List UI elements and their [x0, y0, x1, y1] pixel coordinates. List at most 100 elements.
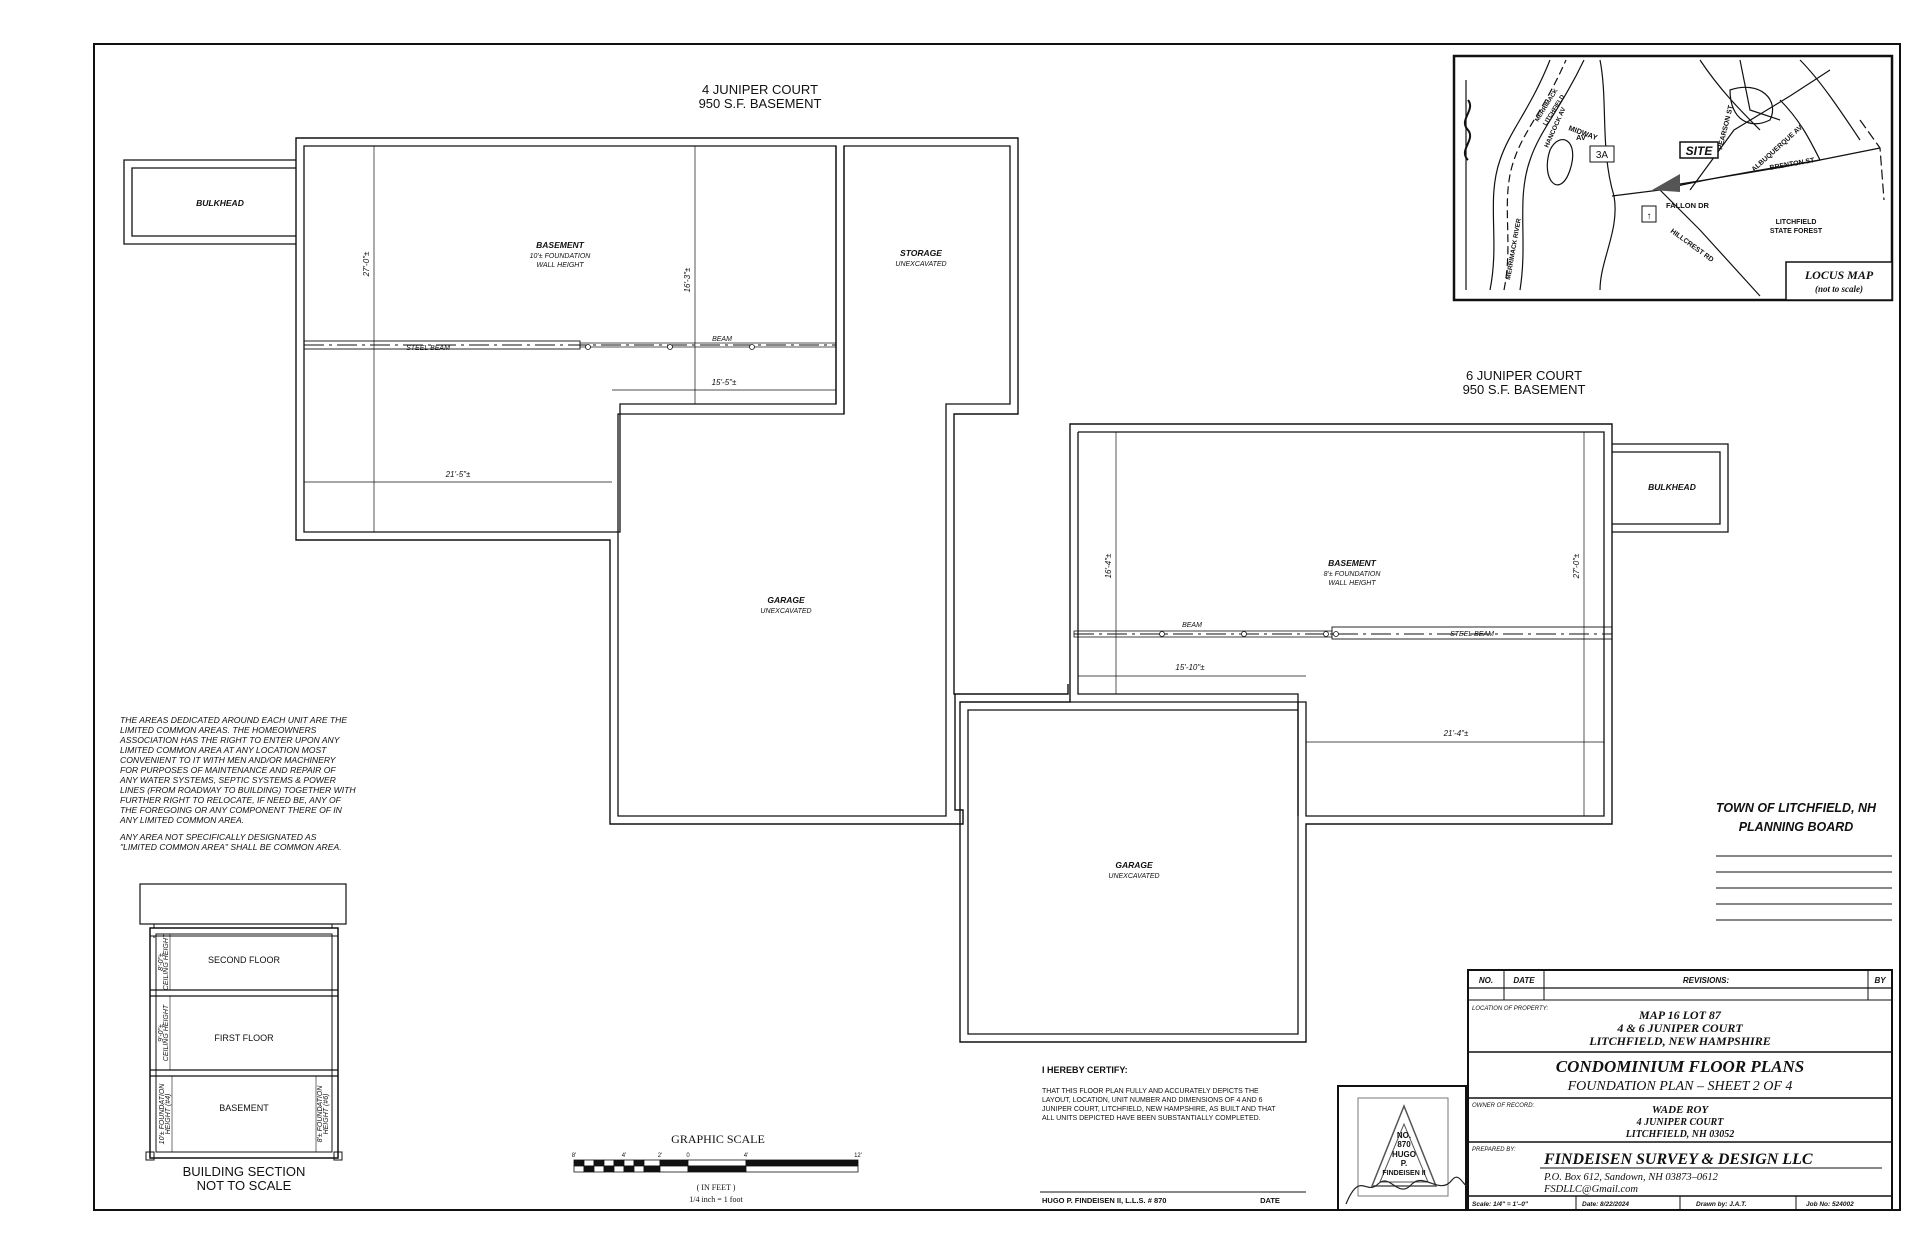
certification: I HEREBY CERTIFY: THAT THIS FLOOR PLAN F…	[1040, 1065, 1306, 1205]
note-line: LIMITED COMMON AREA AT ANY LOCATION MOST	[120, 745, 327, 755]
note-line: ANY AREA NOT SPECIFICALLY DESIGNATED AS	[119, 832, 317, 842]
board-line-2: PLANNING BOARD	[1739, 820, 1854, 834]
tb-owner: WADE ROY	[1652, 1104, 1710, 1116]
signature	[1345, 1176, 1471, 1205]
unit-a-title: 4 JUNIPER COURT	[702, 82, 818, 97]
sheet-border	[93, 43, 1901, 1211]
unit-b-garage-note: UNEXCAVATED	[1108, 873, 1159, 880]
unit-b-title: 6 JUNIPER COURT	[1466, 368, 1582, 383]
section-second-floor: SECOND FLOOR	[208, 955, 281, 965]
unit-a-subtitle: 950 S.F. BASEMENT	[699, 96, 822, 111]
unit-a-storage-note: UNEXCAVATED	[895, 261, 946, 268]
site-marker	[1652, 174, 1680, 192]
scale-tick: 4'	[744, 1153, 748, 1159]
tb-no: NO.	[1479, 976, 1493, 985]
certify-line: ALL UNITS DEPICTED HAVE BEEN SUBSTANTIAL…	[1042, 1115, 1261, 1122]
unit-a-bulkhead	[123, 159, 296, 245]
note-line: FURTHER RIGHT TO RELOCATE, IF NEED BE, A…	[120, 795, 342, 805]
unit-a-storage-label: STORAGE	[900, 248, 942, 258]
graphic-scale: GRAPHIC SCALE 8' 4' 2'	[572, 1132, 862, 1204]
building-section: SECOND FLOOR FIRST FLOOR BASEMENT 8'-0"±…	[139, 883, 347, 1193]
planning-board: TOWN OF LITCHFIELD, NH PLANNING BOARD	[1716, 801, 1892, 921]
unit-a-basement-note-2: WALL HEIGHT	[536, 262, 584, 269]
unit-b-dim-left: 16'-4"±	[1104, 553, 1113, 578]
board-line-1: TOWN OF LITCHFIELD, NH	[1716, 801, 1877, 815]
tb-owner-town: LITCHFIELD, NH 03052	[1625, 1129, 1735, 1140]
scale-title: GRAPHIC SCALE	[671, 1132, 765, 1146]
tb-date-val: Date: 8/22/2024	[1582, 1201, 1629, 1208]
surveyor-stamp: NO. 870 HUGO P. FINDEISEN II	[1337, 1085, 1471, 1211]
unit-a-basement-label: BASEMENT	[536, 240, 585, 250]
certify-date-label: DATE	[1260, 1196, 1280, 1205]
section-h-first-2: CEILING HEIGHT	[163, 1004, 170, 1061]
note-line: LIMITED COMMON AREAS. THE HOMEOWNERS	[120, 725, 317, 735]
scale-tick: 0	[686, 1153, 690, 1159]
unit-b-subtitle: 950 S.F. BASEMENT	[1463, 382, 1586, 397]
unit-a-steel-beam-label: STEEL BEAM	[406, 345, 450, 352]
unit-b-garage-label: GARAGE	[1115, 860, 1153, 870]
tb-plan-title: CONDOMINIUM FLOOR PLANS	[1556, 1057, 1804, 1076]
certify-surveyor: HUGO P. FINDEISEN II, L.L.S. # 870	[1042, 1196, 1166, 1205]
unit-a-dim-height: 27'-0"±	[362, 251, 371, 277]
note-line: ASSOCIATION HAS THE RIGHT TO ENTER UPON …	[119, 735, 341, 745]
section-basement: BASEMENT	[219, 1103, 269, 1113]
stamp-line: HUGO	[1392, 1150, 1416, 1159]
unit-a-beam-label: BEAM	[712, 336, 732, 343]
stamp-line: NO.	[1397, 1131, 1411, 1140]
note-line: CONVENIENT TO IT WITH MEN AND/OR MACHINE…	[120, 755, 337, 765]
tb-owner-addr: 4 JUNIPER COURT	[1636, 1117, 1725, 1128]
unit-a-garage-label: GARAGE	[767, 595, 805, 605]
stamp-line: P.	[1401, 1159, 1408, 1168]
unit-a-dim-width: 21'-5"±	[445, 470, 471, 479]
tb-location-label: LOCATION OF PROPERTY:	[1472, 1006, 1548, 1012]
tb-date: DATE	[1513, 976, 1535, 985]
unit-a-outer-wall	[295, 137, 1069, 825]
tb-firm: FINDEISEN SURVEY & DESIGN LLC	[1543, 1151, 1813, 1168]
unit-b-outer-wall	[959, 423, 1613, 1043]
section-h-base-l2: HEIGHT (#4)	[165, 1094, 172, 1135]
note-line: "LIMITED COMMON AREA" SHALL BE COMMON AR…	[120, 842, 342, 852]
tb-address: 4 & 6 JUNIPER COURT	[1616, 1021, 1743, 1035]
route-3a: 3A	[1596, 150, 1609, 161]
scale-tick: 12'	[854, 1153, 862, 1159]
note-line: THE FOREGOING OR ANY COMPONENT THERE OF …	[120, 805, 343, 815]
stamp-line: FINDEISEN II	[1382, 1170, 1425, 1177]
street-fallon: FALLON DR	[1666, 201, 1709, 210]
tb-map-lot: MAP 16 LOT 87	[1638, 1008, 1722, 1022]
section-title: BUILDING SECTION	[183, 1164, 306, 1179]
scale-tick: 4'	[622, 1153, 626, 1159]
unit-a-dim-offset: 15'-5"±	[712, 378, 737, 387]
unit-b-basement-label: BASEMENT	[1328, 558, 1377, 568]
tb-job: Job No: 524002	[1806, 1201, 1854, 1208]
section-first-floor: FIRST FLOOR	[214, 1033, 274, 1043]
tb-scale: Scale: 1/4" = 1'–0"	[1472, 1201, 1529, 1208]
unit-b-plan: 6 JUNIPER COURT 950 S.F. BASEMENT BULKHE…	[959, 368, 1729, 1043]
route-arrow: ↑	[1647, 211, 1652, 222]
tb-plan-sub: FOUNDATION PLAN – SHEET 2 OF 4	[1567, 1079, 1793, 1094]
scale-ratio: 1/4 inch = 1 foot	[689, 1195, 743, 1204]
section-subtitle: NOT TO SCALE	[197, 1178, 292, 1193]
locus-title: LOCUS MAP	[1804, 268, 1874, 282]
locus-subtitle: (not to scale)	[1815, 284, 1863, 294]
tb-firm-email: FSDLLC@Gmail.com	[1543, 1184, 1638, 1195]
unit-b-beam-label: BEAM	[1182, 622, 1202, 629]
scale-tick: 2'	[658, 1153, 662, 1159]
unit-b-dim-offset: 15'-10"±	[1175, 663, 1205, 672]
unit-b-basement-note-2: WALL HEIGHT	[1328, 580, 1376, 587]
unit-b-dim-width: 21'-4"±	[1443, 729, 1469, 738]
unit-b-steel-beam-label: STEEL BEAM	[1450, 631, 1494, 638]
unit-a-bulkhead-label: BULKHEAD	[196, 198, 244, 208]
note-line: LINES (FROM ROADWAY TO BUILDING) TOGETHE…	[120, 785, 356, 795]
stamp-line: 870	[1397, 1140, 1411, 1149]
unit-a-basement-note: 10'± FOUNDATION	[530, 253, 592, 260]
unit-a-plan: 4 JUNIPER COURT 950 S.F. BASEMENT BULKHE…	[123, 82, 1069, 825]
tb-owner-label: OWNER OF RECORD:	[1472, 1103, 1535, 1109]
unit-b-bulkhead-label: BULKHEAD	[1648, 482, 1696, 492]
section-h-base-r1: 8'± FOUNDATION	[317, 1085, 324, 1143]
certify-line: JUNIPER COURT, LITCHFIELD, NEW HAMPSHIRE…	[1042, 1106, 1276, 1113]
scale-unit: ( IN FEET )	[697, 1183, 736, 1192]
tb-revisions: REVISIONS:	[1683, 976, 1730, 985]
tb-by: BY	[1874, 976, 1886, 985]
unit-a-dim-depth: 16'-3"±	[683, 267, 692, 292]
